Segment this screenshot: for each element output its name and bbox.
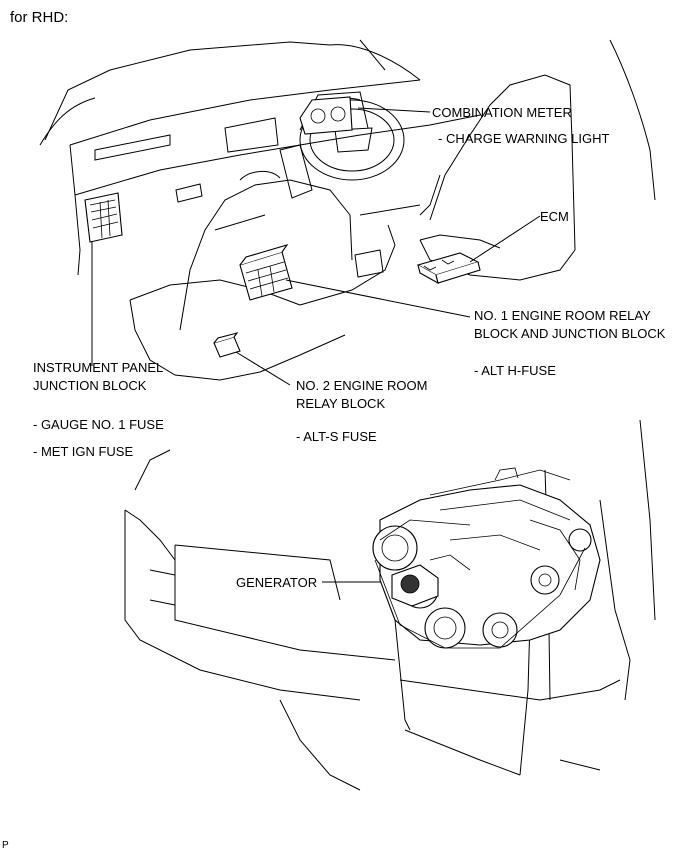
figure-code: P [2,840,9,851]
leader-lines [91,107,541,583]
label-combination-meter: COMBINATION METER [432,105,572,120]
label-met-ign-fuse: - MET IGN FUSE [33,444,134,459]
label-alt-s-fuse: - ALT-S FUSE [296,429,377,444]
label-instrument-panel-line1: INSTRUMENT PANEL [33,360,164,375]
engine-drawing [124,419,656,791]
label-instrument-panel-line2: JUNCTION BLOCK [33,378,147,393]
label-charge-warning-light: - CHARGE WARNING LIGHT [438,131,610,146]
label-alt-h-fuse: - ALT H-FUSE [474,363,556,378]
dashboard-drawing [39,39,656,381]
label-engine-room-relay-1-line2: BLOCK AND JUNCTION BLOCK [474,326,666,341]
label-generator: GENERATOR [236,575,318,590]
label-engine-room-relay-2-line2: RELAY BLOCK [296,396,386,411]
label-ecm: ECM [540,209,569,224]
label-gauge-fuse: - GAUGE NO. 1 FUSE [33,417,164,432]
label-engine-room-relay-2-line1: NO. 2 ENGINE ROOM [296,378,428,393]
page-title: for RHD: [10,9,69,26]
label-engine-room-relay-1-line1: NO. 1 ENGINE ROOM RELAY [474,308,651,323]
